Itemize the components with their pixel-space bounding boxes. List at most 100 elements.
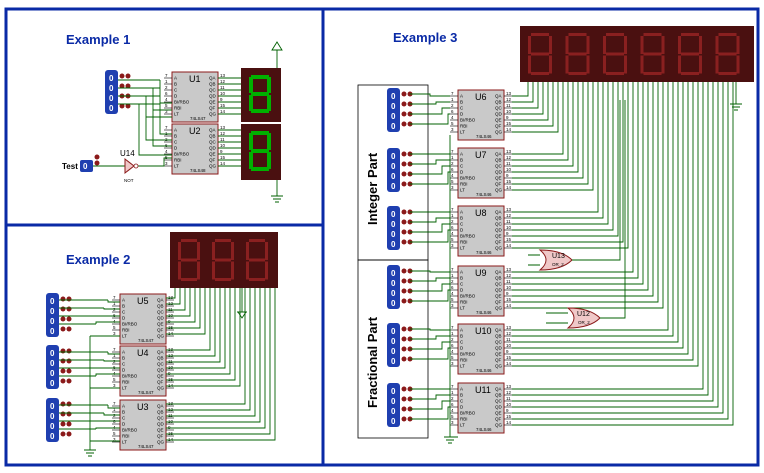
dip-switch-bit: 0	[391, 152, 396, 161]
chip-pin-in-name: BI/RBO	[174, 152, 190, 157]
chip-pin-out-name: QA	[157, 350, 164, 355]
dip-switch[interactable]	[46, 293, 59, 337]
decoder-chip	[119, 293, 167, 345]
switch-terminal	[401, 209, 407, 215]
output-wire	[512, 82, 554, 127]
chip-pin-in-num: 7	[451, 325, 454, 330]
chip-ref-label: U4	[137, 348, 149, 358]
chip-pin-out-num: 11	[506, 219, 511, 224]
output-wire	[512, 82, 699, 367]
output-wire	[512, 82, 634, 273]
chip-pin-in-name: C	[122, 310, 126, 315]
chip-pin-out-name: QC	[157, 310, 165, 315]
dip-switch[interactable]	[387, 148, 400, 192]
dip-switch[interactable]	[46, 345, 59, 389]
chip-ref-label: U2	[189, 126, 201, 136]
chip-pin-out-num: 9	[506, 291, 509, 296]
output-wire	[512, 82, 539, 109]
chip-pin-out-num: 11	[506, 279, 511, 284]
chip-pin-in-num: 2	[451, 103, 454, 108]
dip-switch[interactable]	[46, 398, 59, 442]
switch-terminal	[401, 386, 407, 392]
chip-pin-out-name: QG	[495, 188, 503, 193]
dip-switch[interactable]	[387, 88, 400, 132]
dip-switch[interactable]	[387, 206, 400, 250]
output-wire	[512, 82, 664, 309]
output-wire	[512, 82, 574, 167]
chip-pin-out-num: 10	[506, 167, 512, 172]
dip-switch[interactable]	[105, 70, 118, 114]
chip-pin-out-name: QC	[495, 106, 503, 111]
chip-pin-out-num: 14	[506, 127, 512, 132]
chip-pin-in-name: LT	[460, 188, 465, 193]
dip-switch-bit: 0	[391, 299, 396, 308]
chip-pin-in-num: 2	[113, 413, 116, 418]
output-wire	[512, 82, 644, 285]
chip-pin-in-name: B	[460, 216, 463, 221]
decoder-chip	[119, 399, 167, 451]
chip-pin-in-num: 1	[113, 407, 116, 412]
chip-pin-out-name: QE	[157, 322, 164, 327]
dip-switch-bit: 0	[391, 269, 396, 278]
test-switch[interactable]	[80, 160, 93, 172]
chip-pin-in-name: RBI	[460, 124, 468, 129]
chip-pin-out-name: QC	[495, 222, 503, 227]
decoder-chip	[171, 123, 219, 175]
switch-terminal	[401, 346, 407, 352]
chip-pin-in-name: B	[460, 393, 463, 398]
dip-switch-bit: 0	[50, 369, 55, 378]
input-wire	[410, 341, 450, 350]
chip-pin-in-num: 5	[165, 103, 168, 108]
dip-switch[interactable]	[387, 383, 400, 427]
chip-pin-in-num: 2	[451, 279, 454, 284]
chip-pin-out-name: QG	[495, 246, 503, 251]
input-wire	[410, 335, 450, 340]
chip-pin-in-num: 3	[451, 420, 454, 425]
chip-pin-in-name: B	[460, 276, 463, 281]
decoder-chip	[119, 345, 167, 397]
chip-pin-in-name: BI/RBO	[460, 234, 476, 239]
chip-pin-out-name: QG	[495, 130, 503, 135]
seven-segment-digit	[178, 239, 200, 281]
switch-terminal	[401, 288, 407, 294]
chip-pin-in-name: A	[122, 298, 125, 303]
output-wire	[512, 82, 709, 396]
input-wire	[410, 283, 450, 292]
chip-pin-in-name: B	[122, 356, 125, 361]
chip-pin-in-name: A	[174, 76, 177, 81]
output-wire	[512, 82, 724, 414]
chip-pin-in-name: LT	[460, 306, 465, 311]
chip-pin-out-num: 15	[506, 297, 512, 302]
input-wire	[410, 171, 450, 185]
chip-part-label: 74LS47	[190, 116, 206, 121]
output-wire	[512, 82, 584, 179]
integer-part-label: Integer Part	[365, 152, 380, 225]
dip-switch[interactable]	[387, 265, 400, 309]
dip-switch-bit: 0	[391, 357, 396, 366]
chip-pin-out-num: 13	[220, 125, 226, 130]
dip-switch[interactable]	[387, 323, 400, 367]
chip-pin-out-name: QF	[157, 434, 164, 439]
decoder-chip	[457, 89, 505, 141]
chip-pin-in-name: C	[460, 399, 464, 404]
input-wire	[410, 101, 450, 105]
chip-pin-in-name: BI/RBO	[460, 411, 476, 416]
switch-terminal	[119, 83, 125, 89]
dip-switch-bit: 0	[50, 349, 55, 358]
chip-pin-out-name: QC	[209, 88, 217, 93]
chip-pin-out-num: 15	[220, 155, 226, 160]
chip-pin-in-num: 7	[451, 384, 454, 389]
chip-pin-in-name: B	[174, 134, 177, 139]
chip-pin-out-name: QG	[495, 364, 503, 369]
chip-pin-in-num: 4	[451, 408, 454, 413]
switch-terminal	[60, 348, 66, 354]
chip-pin-out-name: QD	[157, 368, 165, 373]
test-label: Test	[62, 162, 78, 171]
dip-switch-bit: 0	[50, 297, 55, 306]
chip-pin-out-num: 14	[506, 303, 512, 308]
dip-switch-bit: 0	[391, 417, 396, 426]
chip-pin-in-num: 4	[165, 149, 168, 154]
input-wire	[410, 93, 450, 97]
chip-pin-in-num: 7	[165, 73, 168, 78]
